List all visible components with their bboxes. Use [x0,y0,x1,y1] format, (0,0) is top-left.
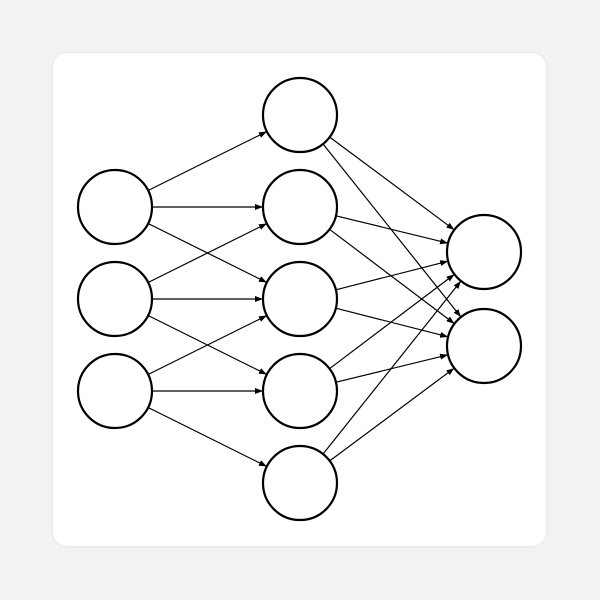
edge-hidden-4-output-1 [329,368,455,462]
edge-input-1-hidden-1 [147,223,267,284]
hidden-node-1 [261,168,339,246]
input-node-0 [76,168,154,246]
hidden-node-4 [261,444,339,522]
edge-hidden-2-output-0 [335,260,449,291]
edge-input-2-hidden-4 [147,406,267,467]
hidden-node-0 [261,76,339,154]
edge-hidden-3-output-0 [329,274,455,370]
edge-hidden-0-output-1 [322,143,461,318]
input-node-2 [76,352,154,430]
edge-hidden-4-output-0 [322,280,461,455]
input-node-1 [76,260,154,338]
edge-hidden-1-output-0 [335,215,449,245]
hidden-node-3 [261,352,339,430]
edge-input-2-hidden-2 [147,315,267,376]
output-node-1 [445,307,523,385]
hidden-node-2 [261,260,339,338]
edge-hidden-0-output-0 [329,136,455,230]
edge-input-0-hidden-0 [147,131,267,192]
output-node-0 [445,213,523,291]
